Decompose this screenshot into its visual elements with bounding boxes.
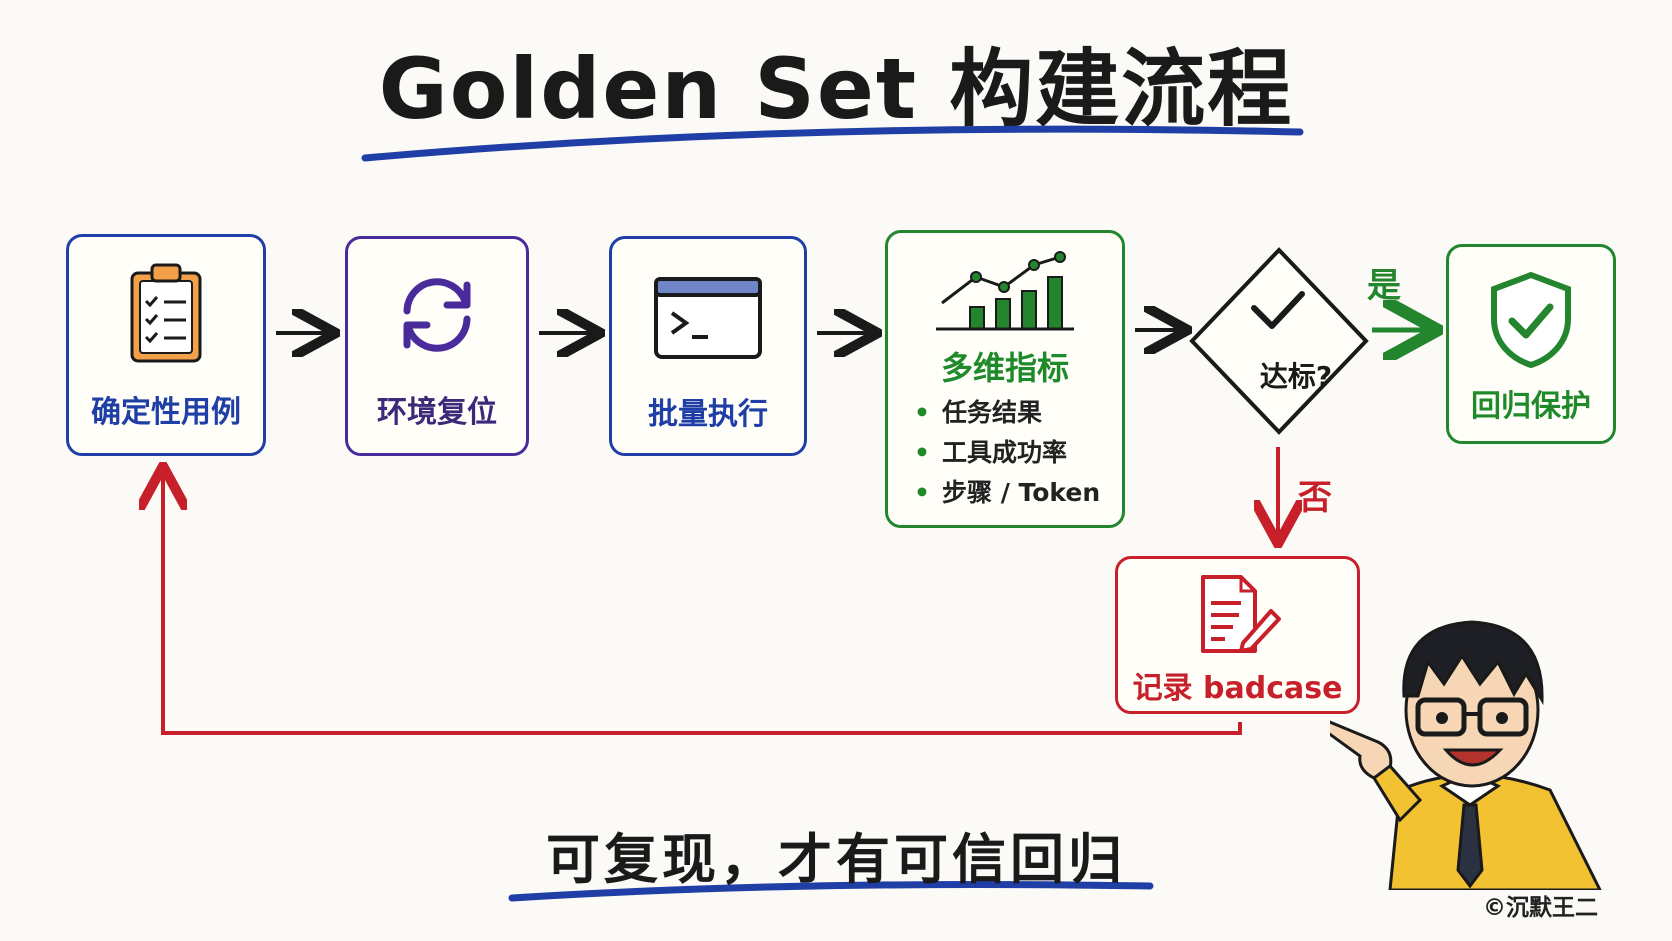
no-label: 否 [1298, 478, 1332, 518]
step-deterministic-cases: 确定性用例 [66, 234, 266, 456]
yes-label: 是 [1367, 266, 1401, 306]
protect-label: 回归保护 [1471, 389, 1591, 424]
step-multi-metrics: 多维指标 任务结果 工具成功率 步骤 / Token [885, 230, 1125, 528]
page-title: Golden Set 构建流程 [378, 40, 1294, 138]
metrics-item: 工具成功率 [914, 433, 1100, 473]
document-edit-icon [1200, 575, 1281, 653]
clipboard-checklist-icon [130, 263, 202, 363]
metrics-item: 步骤 / Token [914, 473, 1100, 513]
check-icon [1251, 291, 1305, 329]
regression-protect: 回归保护 [1446, 244, 1616, 444]
metrics-title: 多维指标 [940, 349, 1069, 387]
step-label: 环境复位 [377, 395, 497, 430]
shield-check-icon [1491, 271, 1571, 369]
metrics-list: 任务结果 工具成功率 步骤 / Token [914, 393, 1100, 513]
growth-chart-icon [936, 251, 1074, 331]
step-batch-exec: 批量执行 [609, 236, 807, 456]
decision-label: 达标? [1259, 360, 1333, 393]
decision-diamond [1189, 247, 1369, 435]
cartoon-presenter [1330, 620, 1602, 890]
metrics-item: 任务结果 [914, 393, 1100, 433]
terminal-window-icon [654, 277, 762, 359]
step-env-reset: 环境复位 [345, 236, 529, 456]
subtitle: 可复现，才有可信回归 [546, 828, 1126, 891]
badcase-label: 记录 badcase [1132, 671, 1343, 706]
step-label: 确定性用例 [91, 395, 241, 430]
copyright-text: ©沉默王二 [1483, 895, 1598, 921]
record-badcase: 记录 badcase [1115, 556, 1360, 714]
step-label: 批量执行 [648, 397, 768, 432]
refresh-cycle-icon [403, 278, 471, 352]
